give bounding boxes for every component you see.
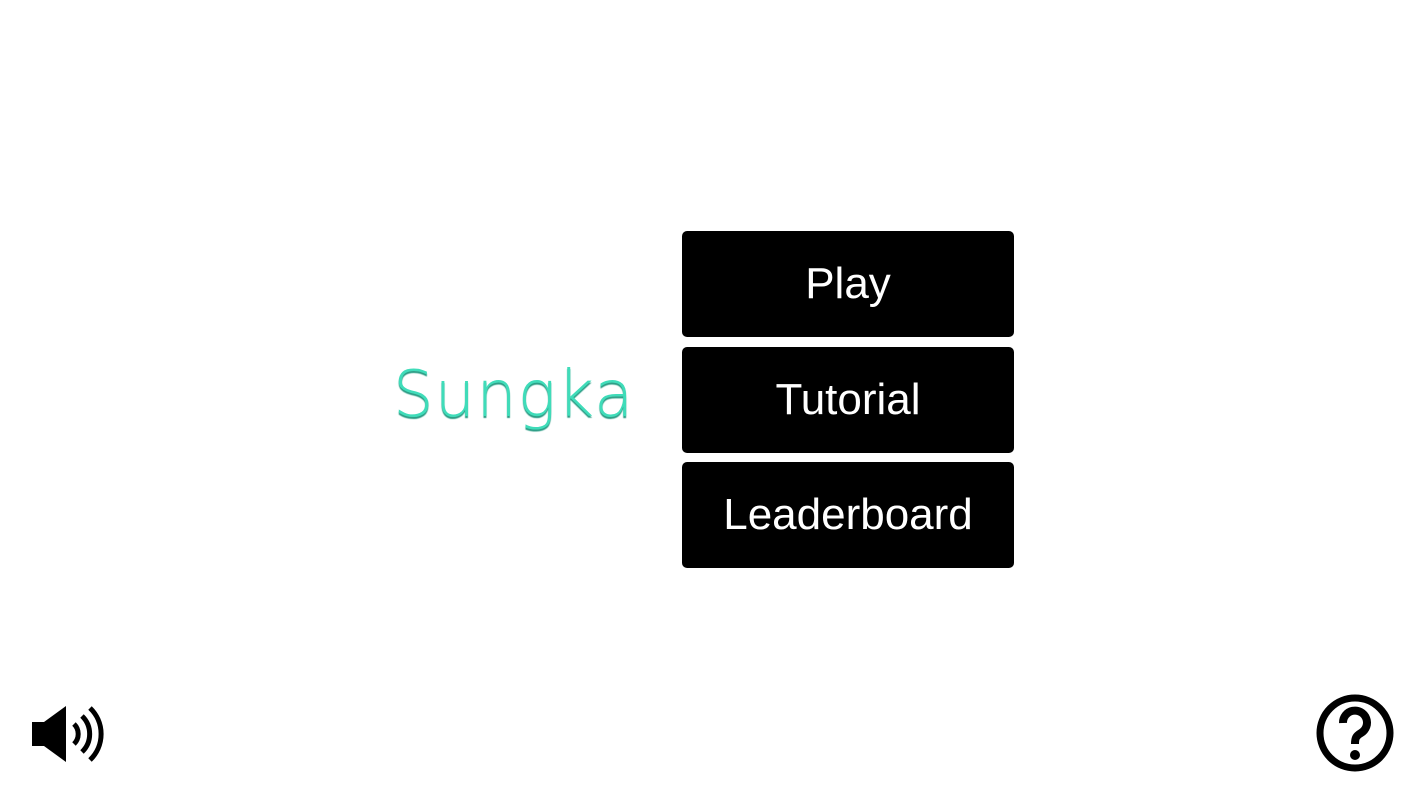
- game-title: Sungka: [393, 358, 635, 432]
- leaderboard-button[interactable]: Leaderboard: [682, 462, 1014, 568]
- help-icon[interactable]: [1315, 693, 1395, 778]
- play-button[interactable]: Play: [682, 231, 1014, 337]
- speaker-icon[interactable]: [30, 704, 106, 769]
- tutorial-button[interactable]: Tutorial: [682, 347, 1014, 453]
